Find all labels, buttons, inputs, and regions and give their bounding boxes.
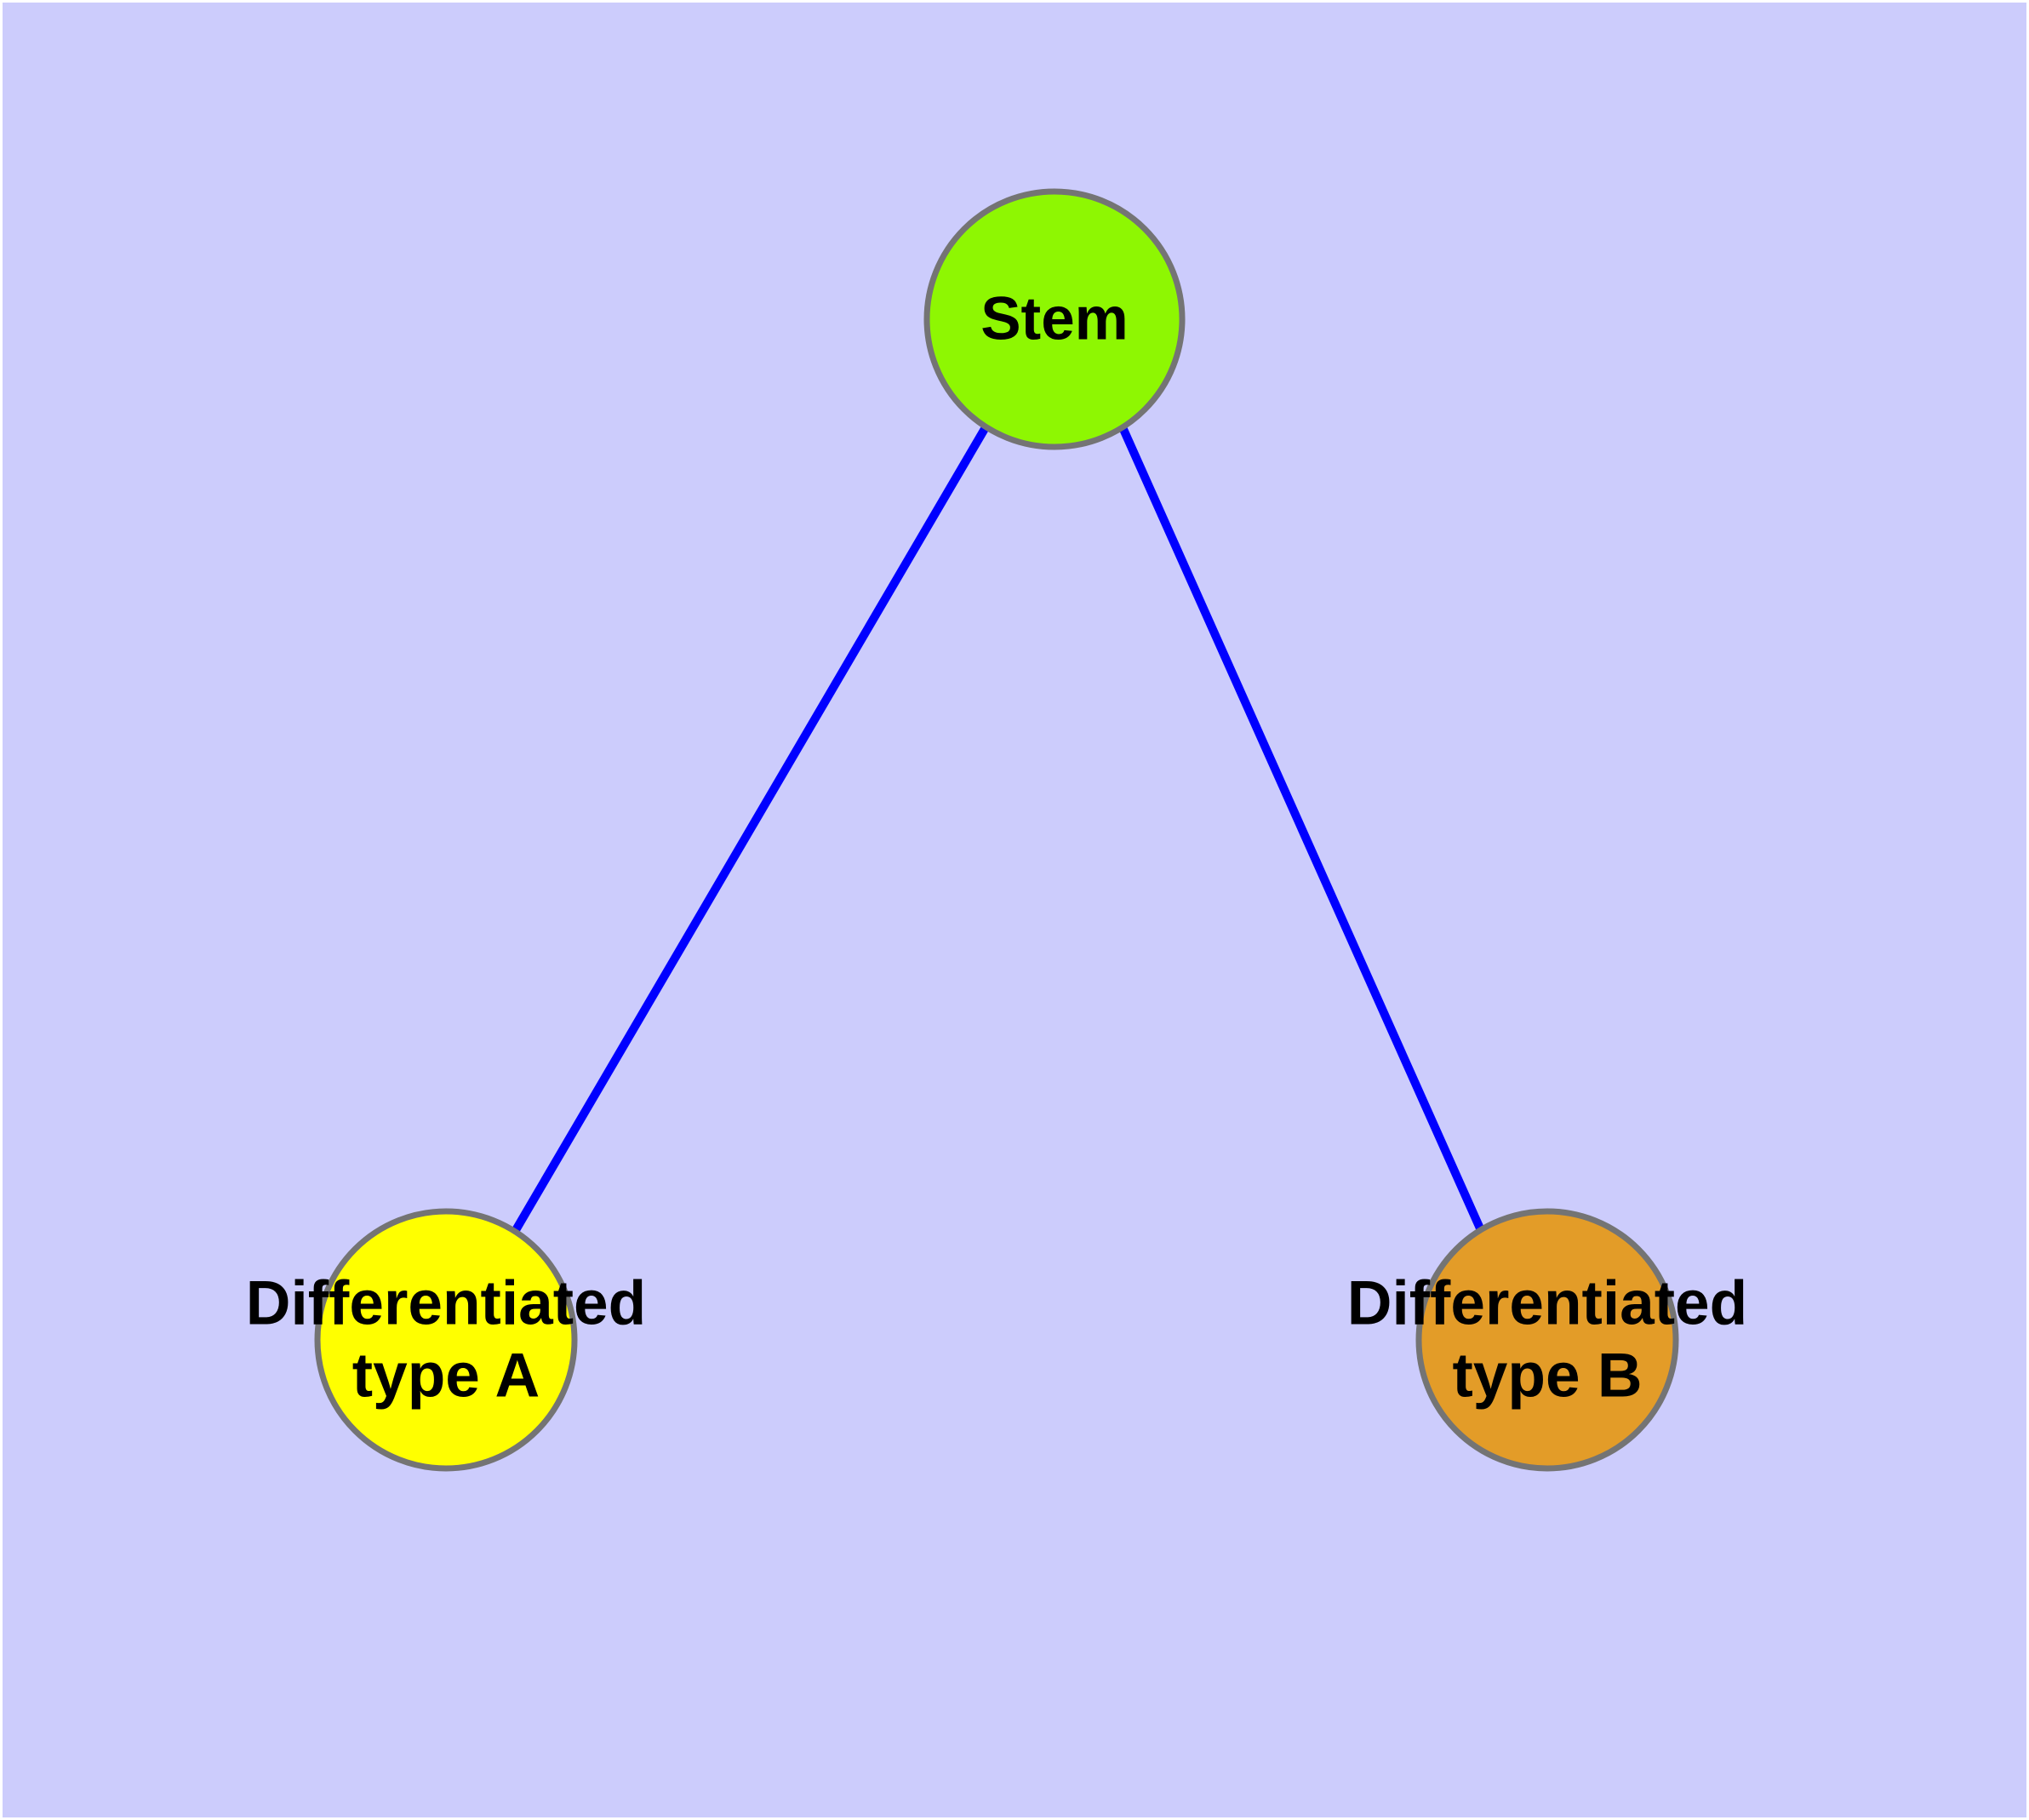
node-layer <box>314 188 1679 1472</box>
edge-stem-to-differentiated-type-b[interactable] <box>1118 425 1484 1231</box>
node-stem[interactable] <box>923 188 1186 450</box>
edge-stem-to-differentiated-type-a[interactable] <box>512 425 990 1233</box>
node-differentiated-type-a[interactable] <box>314 1208 578 1472</box>
node-differentiated-type-b[interactable] <box>1415 1208 1679 1472</box>
edge-layer <box>512 425 1484 1233</box>
